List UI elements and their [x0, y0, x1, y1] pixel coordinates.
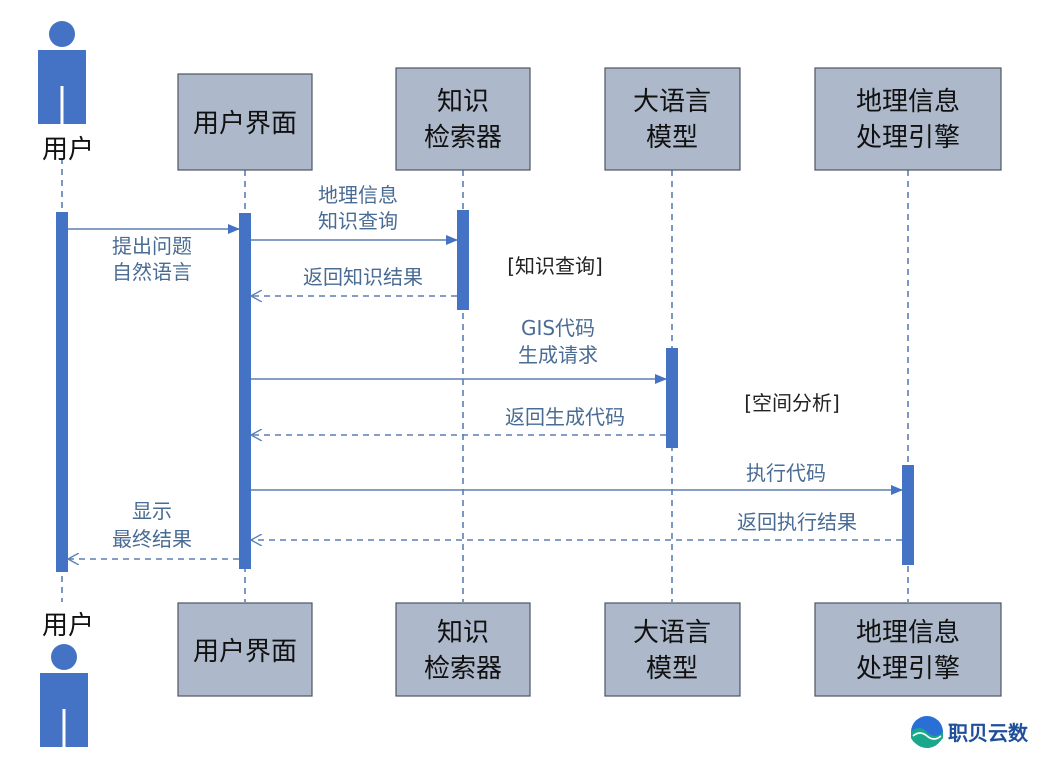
msg-return-result: 返回执行结果 [737, 510, 857, 534]
participant-ui-top: 用户界面 [177, 73, 313, 171]
participant-gis-label-bottom-1: 地理信息 [856, 618, 960, 648]
msg-code-request-1: GIS代码 [521, 316, 595, 340]
participant-ui-label-bottom: 用户界面 [193, 637, 297, 667]
participant-llm-top: 大语言 模型 [604, 67, 741, 171]
participant-retriever-bottom: 知识 检索器 [395, 602, 531, 697]
msg-ask-question-2: 自然语言 [112, 260, 192, 284]
participant-gis-label-1: 地理信息 [856, 87, 960, 117]
msg-show-result-2: 最终结果 [112, 527, 192, 551]
participant-llm-label-2: 模型 [646, 123, 698, 153]
participant-gis-label-bottom-2: 处理引擎 [856, 654, 960, 684]
user-label-bottom: 用户 [42, 611, 94, 641]
note-spatial-analysis: [空间分析] [744, 391, 840, 415]
user-actor-top-icon [38, 21, 86, 124]
watermark-logo-icon [911, 716, 943, 748]
msg-execute-code: 执行代码 [746, 461, 826, 485]
participant-llm-label-bottom-2: 模型 [646, 654, 698, 684]
participant-ui-label: 用户界面 [193, 109, 297, 139]
participant-llm-label-1: 大语言 [633, 87, 711, 117]
participant-llm-bottom: 大语言 模型 [604, 602, 741, 697]
participant-retriever-top: 知识 检索器 [395, 67, 531, 171]
participant-gis-label-2: 处理引擎 [856, 123, 960, 153]
note-knowledge-query: [知识查询] [507, 254, 603, 278]
participant-gis-bottom: 地理信息 处理引擎 [814, 602, 1002, 697]
user-label-top: 用户 [42, 135, 94, 165]
msg-return-knowledge: 返回知识结果 [303, 265, 423, 289]
msg-knowledge-query-2: 知识查询 [318, 209, 398, 233]
msg-knowledge-query-1: 地理信息 [318, 183, 398, 207]
participant-ui-bottom: 用户界面 [177, 602, 313, 697]
activation-ui [239, 213, 251, 569]
participant-retriever-label-bottom-1: 知识 [437, 618, 489, 648]
participant-llm-label-bottom-1: 大语言 [633, 618, 711, 648]
msg-code-request-2: 生成请求 [518, 343, 598, 367]
msg-ask-question-1: 提出问题 [112, 234, 192, 258]
msg-show-result-1: 显示 [132, 499, 172, 523]
participant-gis-top: 地理信息 处理引擎 [814, 67, 1002, 171]
participant-retriever-label-2: 检索器 [424, 123, 502, 153]
watermark-text: 职贝云数 [948, 721, 1029, 745]
activation-gis [902, 465, 914, 565]
participant-retriever-label-bottom-2: 检索器 [424, 654, 502, 684]
participant-retriever-label-1: 知识 [437, 87, 489, 117]
activation-user [56, 212, 68, 572]
activation-retriever [457, 210, 469, 310]
msg-return-code: 返回生成代码 [505, 405, 625, 429]
user-actor-bottom-icon [40, 644, 88, 747]
activation-llm [666, 348, 678, 448]
